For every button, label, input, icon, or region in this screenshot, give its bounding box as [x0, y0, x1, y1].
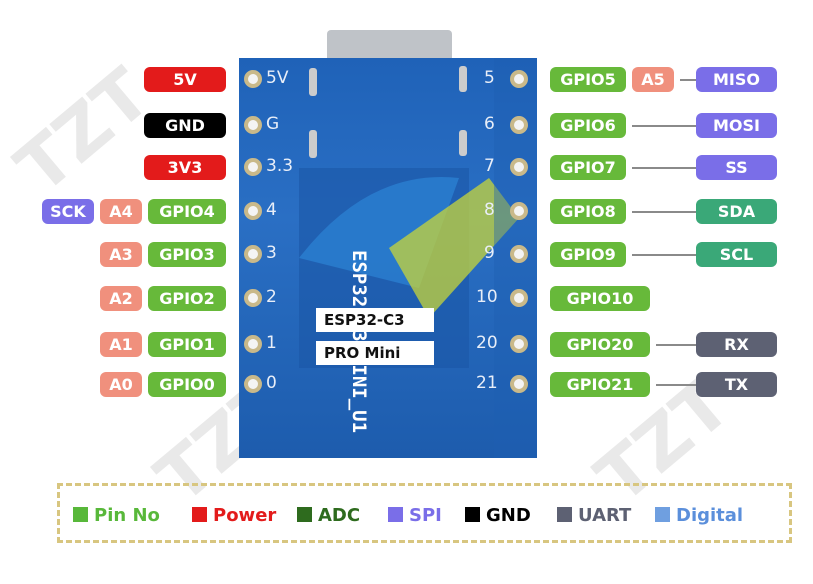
legend-item: UART: [557, 505, 631, 527]
pin-tag-pinno: GPIO3: [148, 242, 226, 267]
pin-silk-label: 10: [476, 287, 498, 307]
pin-tag-pinno: GPIO7: [550, 155, 626, 180]
leader-line: [656, 344, 696, 346]
leader-line: [632, 211, 696, 213]
pin-tag-adc: A1: [100, 332, 142, 357]
pin-tag-adc: A0: [100, 372, 142, 397]
leader-line: [680, 79, 696, 81]
pin-tag-adc: A3: [100, 242, 142, 267]
pin-tag-pinno: GPIO10: [550, 286, 650, 311]
pin-tag-adc: A4: [100, 199, 142, 224]
legend-label: Power: [213, 505, 277, 526]
pin-tag-pinno: GPIO0: [148, 372, 226, 397]
pin-hole: [510, 375, 528, 393]
legend-swatch: [192, 507, 207, 522]
pin-silk-label: 8: [484, 200, 495, 220]
chip-label-line1: ESP32-C3: [316, 308, 434, 332]
leader-line: [632, 254, 696, 256]
legend-label: SPI: [409, 505, 442, 526]
pin-silk-label: 4: [266, 200, 277, 220]
pin-tag-pinno: GPIO1: [148, 332, 226, 357]
legend-swatch: [73, 507, 88, 522]
legend-swatch: [388, 507, 403, 522]
pin-silk-label: 5V: [266, 68, 289, 88]
legend-item: GND: [465, 505, 531, 527]
pin-tag-uart: RX: [696, 332, 777, 357]
pin-tag-spi: SS: [696, 155, 777, 180]
legend-label: UART: [578, 505, 632, 526]
pin-hole: [510, 158, 528, 176]
pin-tag-gnd: GND: [144, 113, 226, 138]
pin-hole: [510, 70, 528, 88]
pin-silk-label: 5: [484, 68, 495, 88]
pin-tag-spi: SCK: [42, 199, 94, 224]
pin-hole: [510, 116, 528, 134]
pin-silk-label: 20: [476, 333, 498, 353]
pin-silk-label: 1: [266, 333, 277, 353]
legend-label: ADC: [318, 505, 361, 526]
legend-label: Pin No: [94, 505, 160, 526]
pin-hole: [510, 245, 528, 263]
legend-item: Pin No: [73, 505, 160, 527]
chip-label-line2: PRO Mini: [316, 341, 434, 365]
pin-tag-pinno: GPIO2: [148, 286, 226, 311]
legend-swatch: [655, 507, 670, 522]
pin-tag-i2c: SDA: [696, 199, 777, 224]
pin-silk-label: 6: [484, 114, 495, 134]
pin-hole: [244, 202, 262, 220]
legend-item: Digital: [655, 505, 743, 527]
pin-tag-uart: TX: [696, 372, 777, 397]
pin-hole: [244, 335, 262, 353]
pin-hole: [244, 245, 262, 263]
pin-tag-pinno: GPIO8: [550, 199, 626, 224]
legend-item: Power: [192, 505, 276, 527]
legend-label: Digital: [676, 505, 744, 526]
legend-label: GND: [486, 505, 531, 526]
pin-tag-adc: A5: [632, 67, 674, 92]
board-graphics: [299, 58, 537, 458]
pin-hole: [244, 116, 262, 134]
legend-swatch: [557, 507, 572, 522]
pin-silk-label: G: [266, 114, 280, 134]
legend-box: Pin No Power ADC SPI GND UART Digital: [57, 483, 792, 543]
pin-tag-pinno: GPIO20: [550, 332, 650, 357]
watermark: TZT: [0, 52, 166, 210]
pin-silk-label: 3: [266, 243, 277, 263]
pin-hole: [244, 70, 262, 88]
legend-item: ADC: [297, 505, 360, 527]
pin-hole: [510, 335, 528, 353]
pin-tag-pinno: GPIO6: [550, 113, 626, 138]
legend-swatch: [465, 507, 480, 522]
pin-tag-pinno: GPIO5: [550, 67, 626, 92]
leader-line: [632, 167, 696, 169]
leader-line: [632, 125, 696, 127]
pin-tag-pinno: GPIO4: [148, 199, 226, 224]
pin-silk-label: 7: [484, 156, 495, 176]
pin-tag-spi: MISO: [696, 67, 777, 92]
pin-silk-label: 9: [484, 243, 495, 263]
pin-tag-pinno: GPIO9: [550, 242, 626, 267]
pin-tag-power: 5V: [144, 67, 226, 92]
leader-line: [656, 384, 696, 386]
legend-swatch: [297, 507, 312, 522]
pin-tag-pinno: GPIO21: [550, 372, 650, 397]
pin-silk-label: 3.3: [266, 156, 294, 176]
pin-tag-adc: A2: [100, 286, 142, 311]
pin-hole: [510, 289, 528, 307]
pin-hole: [244, 289, 262, 307]
pin-silk-label: 2: [266, 287, 277, 307]
pin-silk-label: 0: [266, 373, 277, 393]
pin-tag-spi: MOSI: [696, 113, 777, 138]
legend-item: SPI: [388, 505, 442, 527]
pin-hole: [244, 158, 262, 176]
pin-hole: [244, 375, 262, 393]
pin-tag-power: 3V3: [144, 155, 226, 180]
pin-tag-i2c: SCL: [696, 242, 777, 267]
pin-silk-label: 21: [476, 373, 498, 393]
pin-hole: [510, 202, 528, 220]
